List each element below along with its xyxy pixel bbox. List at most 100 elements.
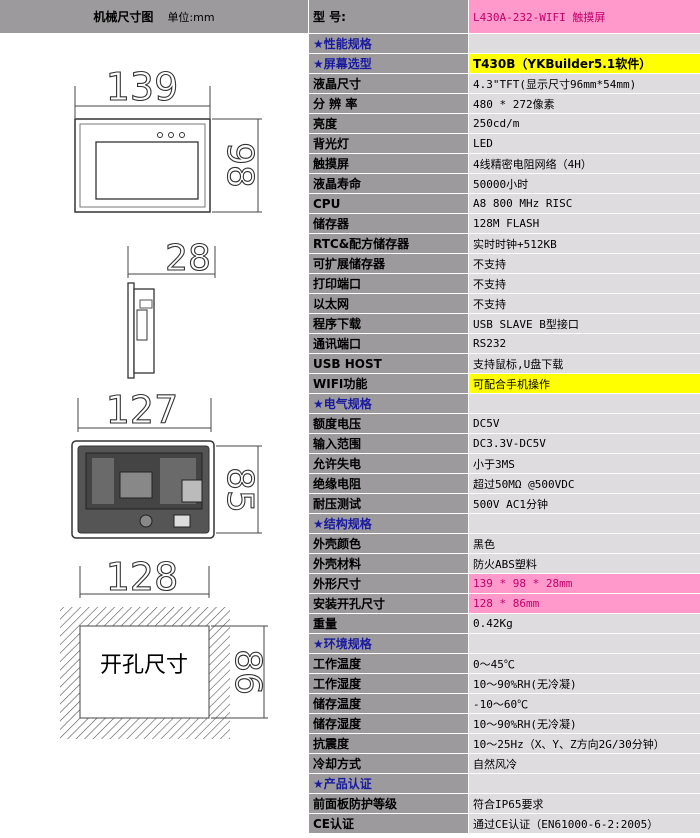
unit-label: 单位:mm [167,10,215,24]
spec-value: 139 * 98 * 28mm [469,574,700,593]
spec-label: 工作湿度 [309,674,469,693]
spec-value: 250cd/m [469,114,700,133]
cutout-width-dim: 128 [106,555,179,599]
spec-label: 外形尺寸 [309,574,469,593]
spec-label: 安装开孔尺寸 [309,594,469,613]
spec-row: 储存温度-10～60℃ [309,694,700,714]
spec-value: RS232 [469,334,700,353]
cutout-view: 128 开孔尺寸 86 [60,554,269,739]
front-height-dim: 98 [219,142,260,188]
spec-value: 4.3"TFT(显示尺寸96mm*54mm) [469,74,700,93]
spec-value: T430B（YKBuilder5.1软件） [469,54,700,73]
spec-value: 128M FLASH [469,214,700,233]
spec-value: 实时时钟+512KB [469,234,700,253]
spec-row: RTC&配方储存器实时时钟+512KB [309,234,700,254]
spec-value: 黑色 [469,534,700,553]
spec-value: 10～90%RH(无冷凝) [469,674,700,693]
spec-value: 通过CE认证（EN61000-6-2:2005） [469,814,700,833]
spec-label: 程序下载 [309,314,469,333]
spec-row: ★产品认证 [309,774,700,794]
spec-row: 冷却方式自然风冷 [309,754,700,774]
spec-value: -10～60℃ [469,694,700,713]
spec-label: 外壳颜色 [309,534,469,553]
side-depth-dim: 28 [165,238,211,279]
cutout-height-dim: 86 [227,649,268,695]
spec-label: USB HOST [309,354,469,373]
spec-label: 分 辨 率 [309,94,469,113]
spec-row: ★性能规格 [309,34,700,54]
drawing-title: 机械尺寸图 [93,10,154,24]
spec-label: 前面板防护等级 [309,794,469,813]
spec-value [469,774,700,793]
spec-label: 工作温度 [309,654,469,673]
spec-label: 重量 [309,614,469,633]
spec-label: 绝缘电阻 [309,474,469,493]
spec-row: 外壳颜色黑色 [309,534,700,554]
front-view: 139 98 [74,64,262,213]
cutout-label: 开孔尺寸 [100,653,188,678]
spec-value: 10～25Hz（X、Y、Z方向2G/30分钟） [469,734,700,753]
spec-label: 外壳材料 [309,554,469,573]
spec-label: ★电气规格 [309,394,469,413]
spec-value: 128 * 86mm [469,594,700,613]
drawing-header: 机械尺寸图 单位:mm [0,0,309,33]
spec-value [469,514,700,533]
spec-row: WIFI功能可配合手机操作 [309,374,700,394]
spec-label: 背光灯 [309,134,469,153]
spec-value: 不支持 [469,294,700,313]
spec-value: 0.42Kg [469,614,700,633]
spec-label: 储存温度 [309,694,469,713]
spec-value: 防火ABS塑料 [469,554,700,573]
spec-label: 抗震度 [309,734,469,753]
spec-label: 通讯端口 [309,334,469,353]
spec-value: DC3.3V-DC5V [469,434,700,453]
spec-label: 输入范围 [309,434,469,453]
spec-value: 可配合手机操作 [469,374,700,393]
mechanical-drawing: 139 98 28 127 [0,33,309,834]
back-view: 127 85 [71,387,262,539]
spec-row: 型 号:L430A-232-WIFI 触摸屏 [309,0,700,34]
spec-value [469,634,700,653]
spec-label: 储存湿度 [309,714,469,733]
spec-value: 500V AC1分钟 [469,494,700,513]
spec-row: 打印端口不支持 [309,274,700,294]
spec-value: USB SLAVE B型接口 [469,314,700,333]
spec-value: LED [469,134,700,153]
spec-label: 储存器 [309,214,469,233]
spec-row: 前面板防护等级符合IP65要求 [309,794,700,814]
spec-label: 冷却方式 [309,754,469,773]
spec-label: 耐压测试 [309,494,469,513]
spec-value: 10～90%RH(无冷凝) [469,714,700,733]
spec-row: 外壳材料防火ABS塑料 [309,554,700,574]
spec-value: 支持鼠标,U盘下载 [469,354,700,373]
spec-label: 以太网 [309,294,469,313]
spec-label: 触摸屏 [309,154,469,173]
spec-row: 可扩展储存器不支持 [309,254,700,274]
spec-value: 0～45℃ [469,654,700,673]
spec-row: ★结构规格 [309,514,700,534]
spec-row: 以太网不支持 [309,294,700,314]
spec-value: 50000小时 [469,174,700,193]
spec-row: 允许失电小于3MS [309,454,700,474]
spec-row: 绝缘电阻超过50MΩ @500VDC [309,474,700,494]
front-width-dim: 139 [106,65,179,109]
spec-label: 液晶尺寸 [309,74,469,93]
spec-label: 液晶寿命 [309,174,469,193]
spec-label: CE认证 [309,814,469,833]
dimension-drawing-svg: 139 98 28 127 [60,64,269,739]
